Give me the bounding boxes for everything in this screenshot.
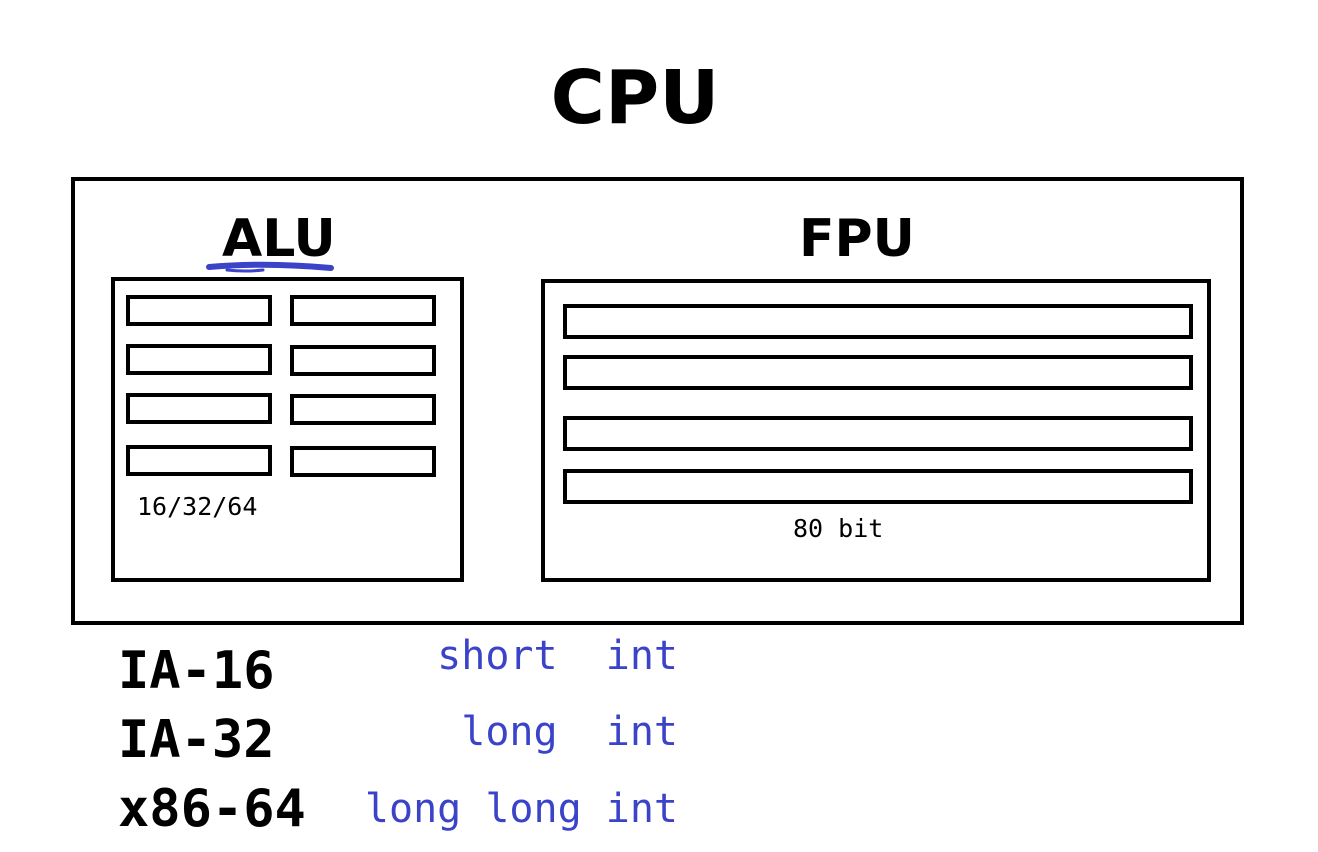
fpu-register-width-label: 80 bit bbox=[793, 514, 884, 543]
alu-label: ALU bbox=[222, 209, 336, 269]
arch-label-x86-64: x86-64 bbox=[118, 779, 306, 839]
arch-label-ia32: IA-32 bbox=[118, 710, 275, 770]
alu-register bbox=[126, 393, 272, 424]
alu-register bbox=[290, 446, 436, 477]
fpu-label: FPU bbox=[799, 209, 915, 269]
fpu-register bbox=[563, 304, 1193, 339]
alu-register bbox=[290, 394, 436, 425]
alu-register bbox=[290, 295, 436, 326]
fpu-register bbox=[563, 416, 1193, 451]
fpu-register bbox=[563, 355, 1193, 390]
alu-register bbox=[126, 295, 272, 326]
alu-register bbox=[126, 344, 272, 375]
alu-register bbox=[290, 345, 436, 376]
alu-underline-mark bbox=[206, 261, 334, 273]
cpu-block bbox=[71, 177, 1244, 625]
alu-register-width-label: 16/32/64 bbox=[137, 492, 258, 521]
fpu-block bbox=[541, 279, 1211, 582]
int-type-ia32: long int bbox=[461, 709, 678, 755]
alu-block bbox=[111, 277, 464, 582]
fpu-register bbox=[563, 469, 1193, 504]
int-type-x86-64: long long int bbox=[364, 786, 678, 832]
arch-label-ia16: IA-16 bbox=[118, 641, 275, 701]
alu-register bbox=[126, 445, 272, 476]
int-type-ia16: short int bbox=[437, 633, 678, 679]
cpu-title: CPU bbox=[550, 55, 720, 141]
